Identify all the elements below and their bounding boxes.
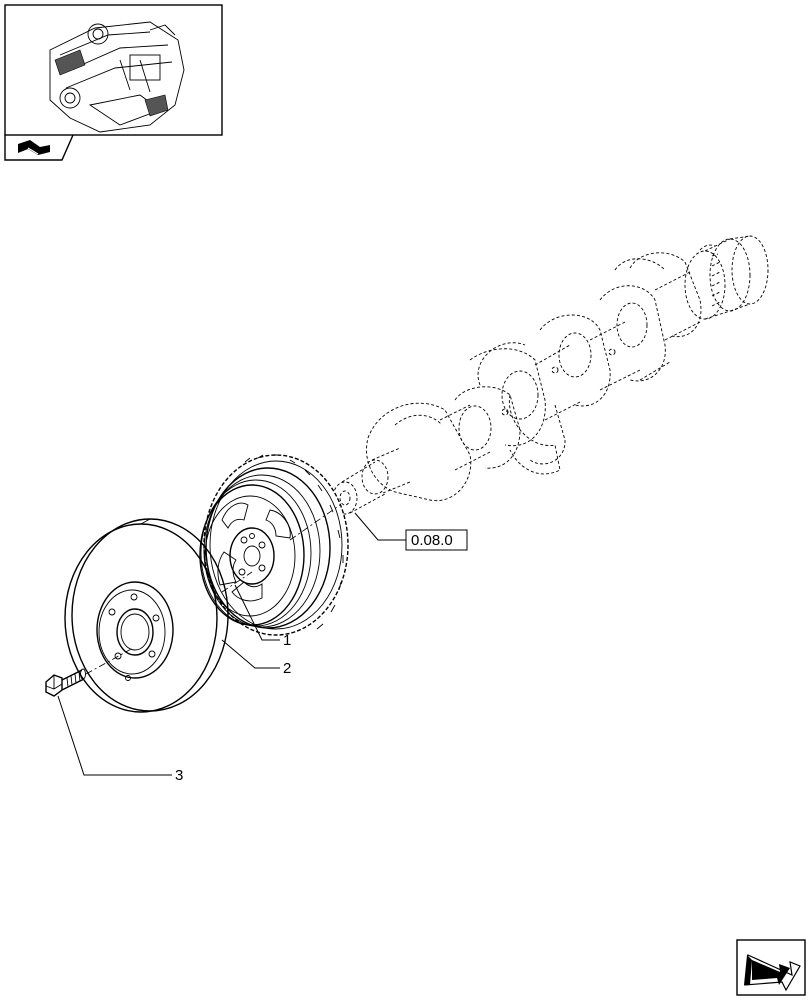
callout-3-number: 3 [175, 767, 183, 784]
engine-thumbnail[interactable] [4, 4, 223, 136]
section-tab[interactable] [4, 134, 74, 161]
part-2-damper[interactable] [64, 518, 229, 713]
part-1-pulley[interactable] [199, 454, 349, 636]
callout-1-number: 1 [283, 632, 291, 649]
next-page-button[interactable] [736, 939, 806, 996]
part-3-bolt[interactable] [45, 668, 86, 697]
section-tab-icon [18, 140, 50, 155]
reference-0-08-0[interactable]: 0.08.0 [354, 512, 468, 551]
reference-code: 0.08.0 [411, 532, 453, 549]
callout-3[interactable]: 3 [57, 695, 183, 784]
next-page-arrow-icon [744, 954, 801, 992]
crankshaft [332, 235, 769, 515]
callout-2-number: 2 [283, 660, 291, 677]
engine-thumbnail-icon [49, 21, 185, 133]
callout-2[interactable]: 2 [221, 639, 291, 677]
callout-1[interactable]: 1 [234, 584, 291, 649]
reference-box [405, 529, 468, 551]
assembly-axis [85, 504, 341, 675]
